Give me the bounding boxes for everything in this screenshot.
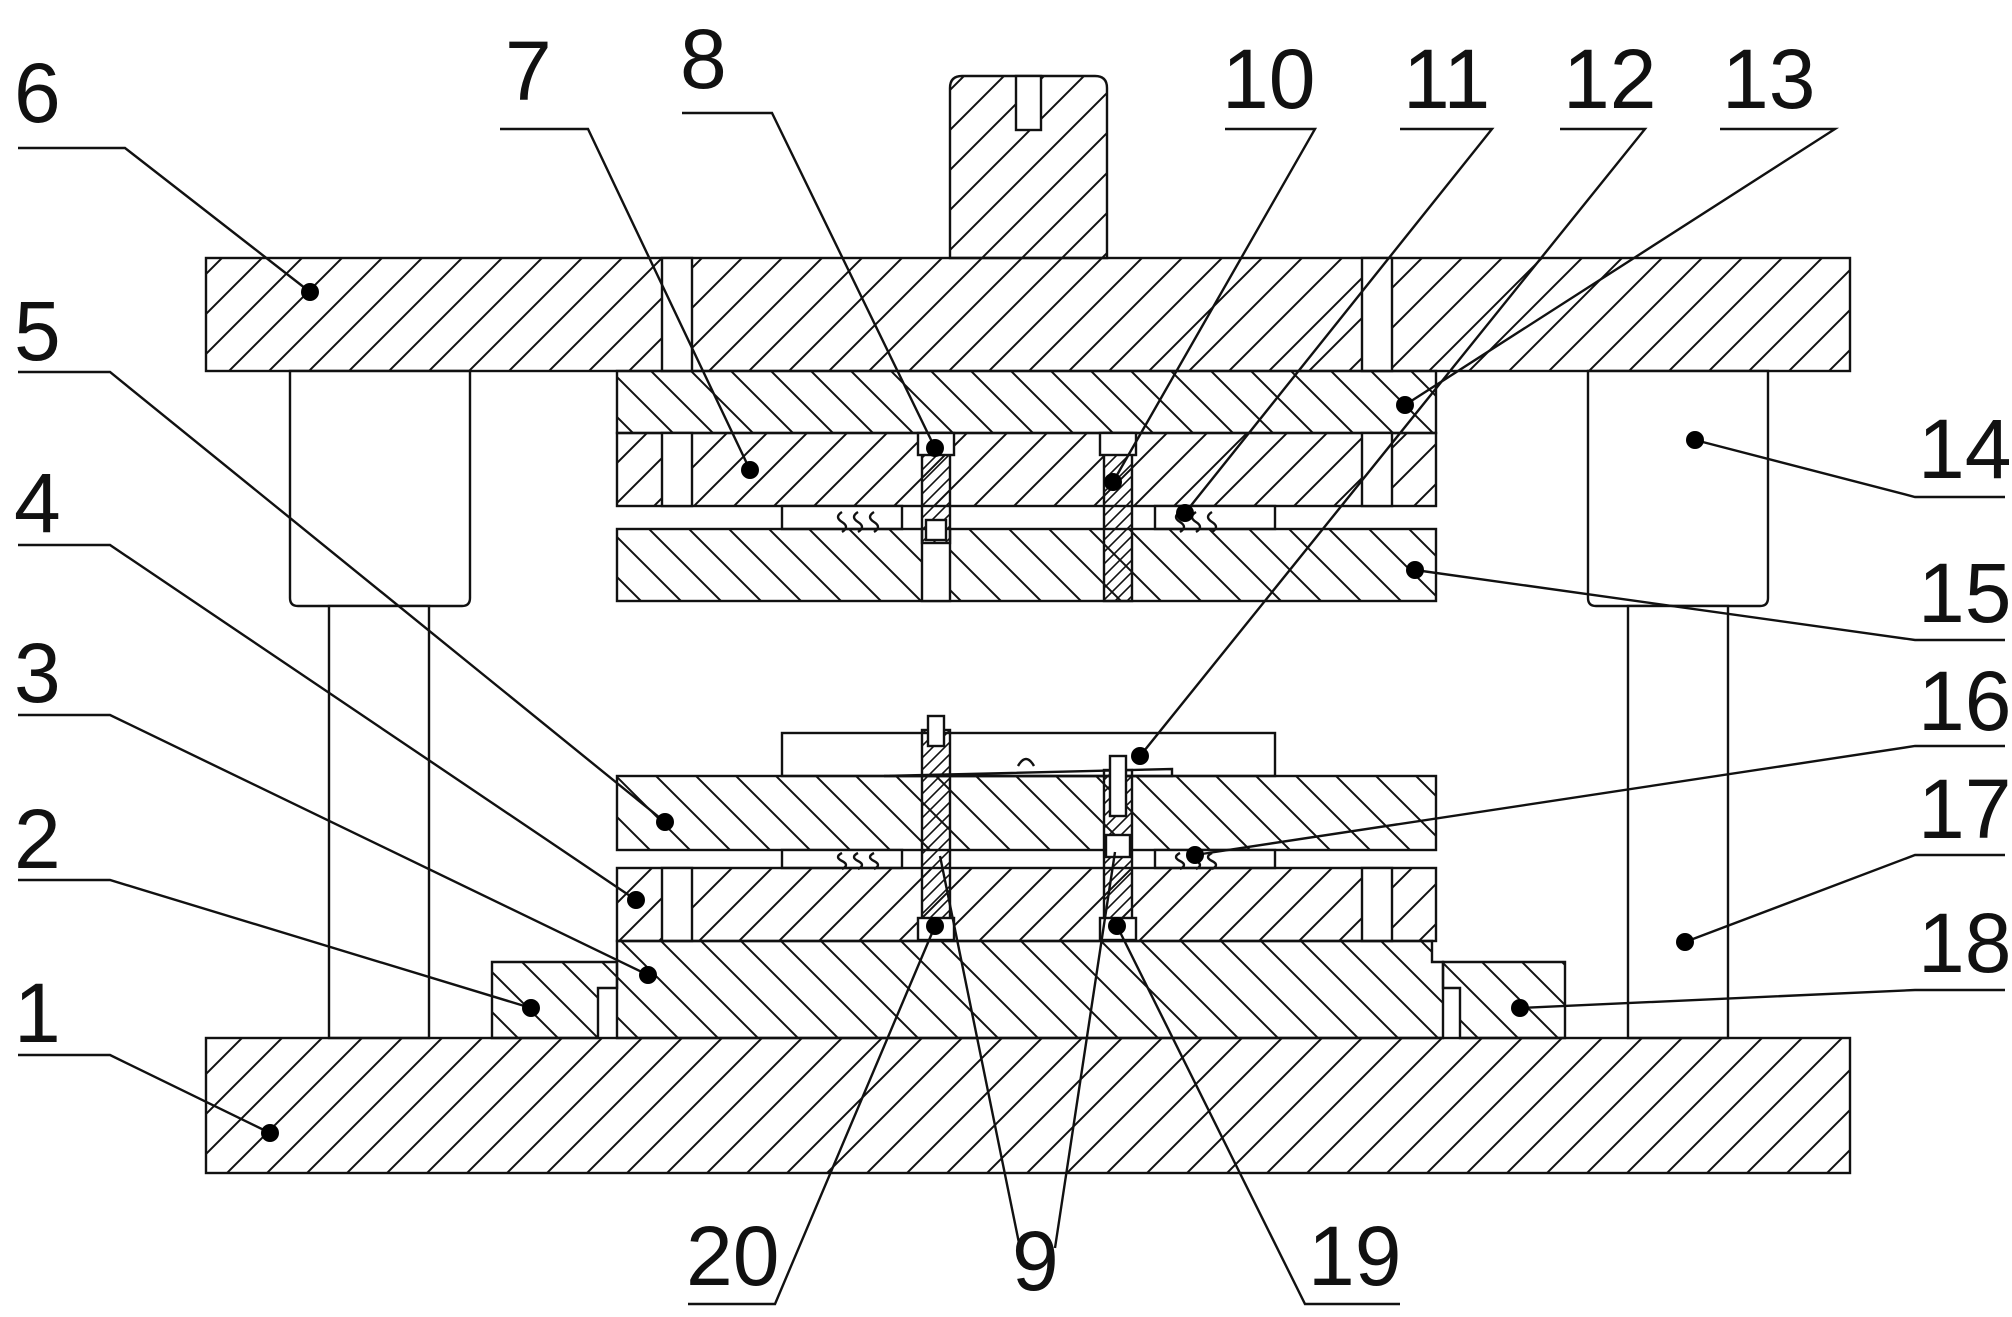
upper-punch-fixing-plate	[615, 431, 1438, 508]
callout-11: 11	[1403, 32, 1490, 126]
workpiece-block	[780, 731, 1277, 778]
callout-18: 18	[1918, 896, 2011, 990]
callout-8: 8	[680, 12, 727, 106]
upper-springs	[780, 504, 1277, 534]
clamp-block-right	[1441, 960, 1567, 1040]
guide-sleeve-left	[288, 369, 472, 608]
lower-die-seat	[204, 1036, 1852, 1175]
callout-17: 17	[1918, 762, 2011, 856]
leader-lines	[18, 111, 2005, 1306]
callout-2: 2	[14, 792, 61, 886]
callout-6: 6	[14, 46, 61, 140]
callout-20: 20	[686, 1209, 779, 1303]
lower-springs	[780, 848, 1277, 871]
callout-19: 19	[1308, 1209, 1401, 1303]
upper-guide-pin-right	[1098, 431, 1138, 603]
callout-16: 16	[1918, 654, 2011, 748]
guide-post-right	[1626, 604, 1730, 1040]
clamp-block-left	[490, 960, 619, 1040]
upper-die-seat	[204, 256, 1852, 373]
lower-stripper-plate	[615, 774, 1438, 852]
callout-4: 4	[14, 456, 61, 550]
callout-14: 14	[1918, 402, 2011, 496]
upper-backing-plate	[615, 369, 1438, 435]
callout-5: 5	[14, 284, 61, 378]
callout-labels: 1 2 3 4 5 6 7 8 9 10 11 12 13 14 15 16 1…	[14, 12, 2011, 1308]
guide-sleeve-right	[1586, 369, 1770, 608]
lower-die-fixing-plate	[615, 866, 1438, 943]
callout-3: 3	[14, 626, 61, 720]
callout-10: 10	[1222, 32, 1315, 126]
callout-13: 13	[1722, 32, 1815, 126]
callout-1: 1	[14, 966, 61, 1060]
lower-pin-left	[916, 714, 956, 942]
callout-12: 12	[1563, 32, 1656, 126]
callout-15: 15	[1918, 546, 2011, 640]
shank	[948, 74, 1109, 260]
callout-7: 7	[505, 24, 552, 118]
callout-9: 9	[1012, 1214, 1059, 1308]
lower-die-plate	[615, 939, 1445, 1040]
callout-dots	[261, 283, 1704, 1142]
